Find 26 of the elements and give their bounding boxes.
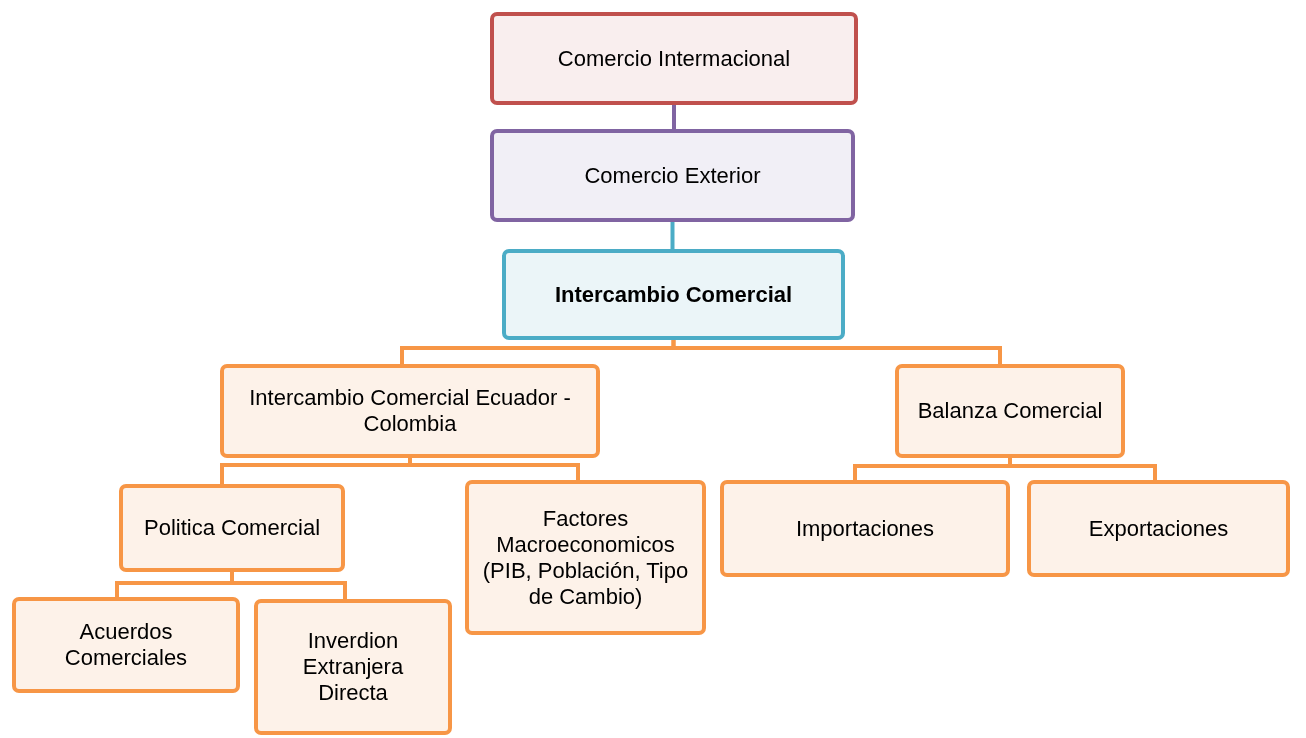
topic-box [12, 597, 240, 693]
topic-box [465, 480, 706, 635]
node-label: Inverdion Extranjera Directa [301, 628, 405, 706]
node-label: Balanza Comercial [917, 398, 1103, 424]
node-label: Comercio Exterior [584, 162, 761, 189]
topic-box [502, 249, 845, 340]
connector-line [671, 340, 1002, 364]
connector-line [672, 105, 676, 129]
node-label: Intercambio Comercial Ecuador - Colombia [248, 385, 572, 437]
node-label: Acuerdos Comerciales [63, 619, 189, 671]
topic-box [1027, 480, 1290, 577]
topic-box [895, 364, 1125, 458]
node-label: Politica Comercial [143, 515, 321, 541]
topic-box [490, 12, 858, 105]
topic-box [119, 484, 345, 572]
node-label: Importaciones [795, 515, 935, 542]
topic-box [254, 599, 452, 735]
node-label: Comercio Intermacional [557, 45, 791, 72]
node-label: Intercambio Comercial [554, 281, 793, 308]
connector-line [670, 222, 675, 249]
node-label: Exportaciones [1088, 515, 1229, 542]
connector-line [408, 458, 580, 480]
topic-box [720, 480, 1010, 577]
node-label: Factores Macroeconomicos (PIB, Población, Tipo de Cambio) [481, 505, 690, 610]
topic-box [490, 129, 855, 222]
topic-box [220, 364, 600, 458]
